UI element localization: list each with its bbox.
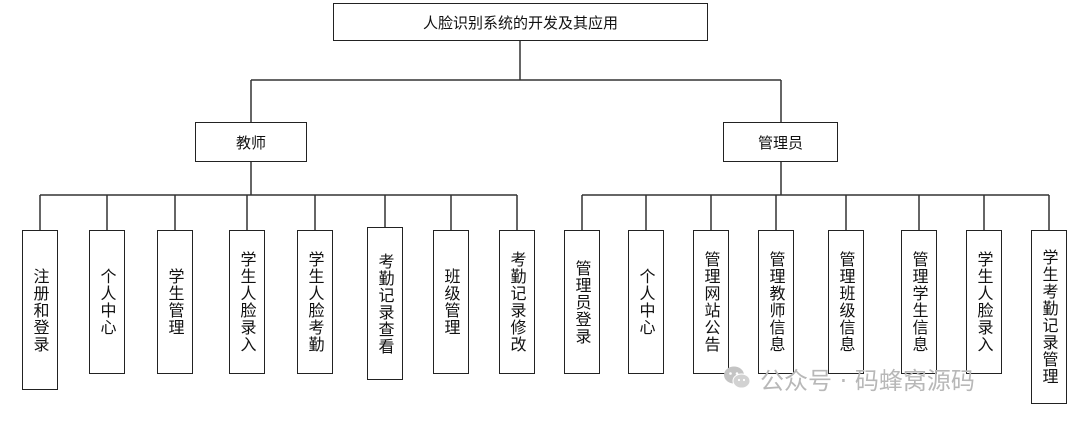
teacher-child-attendance-view: 考勤记录查看 xyxy=(367,227,403,380)
teacher-child-label: 注册和登录 xyxy=(30,267,50,353)
teacher-child-label: 考勤记录查看 xyxy=(375,252,395,355)
admin-child-label: 个人中心 xyxy=(636,268,656,336)
admin-child-label: 管理学生信息 xyxy=(909,251,929,353)
teacher-child-attendance-edit: 考勤记录修改 xyxy=(499,230,535,374)
teacher-node: 教师 xyxy=(195,122,307,162)
teacher-child-label: 班级管理 xyxy=(441,268,461,336)
admin-child-label: 管理班级信息 xyxy=(836,251,856,353)
admin-child-label: 管理员登录 xyxy=(572,259,592,345)
admin-child-label: 管理网站公告 xyxy=(701,251,721,353)
watermark-text: 公众号 · 码蜂窝源码 xyxy=(760,366,975,395)
admin-child-label: 学生人脸录入 xyxy=(974,251,994,353)
teacher-child-label: 个人中心 xyxy=(97,268,117,336)
teacher-child-face-attendance: 学生人脸考勤 xyxy=(297,230,333,374)
admin-child-site-announcements: 管理网站公告 xyxy=(693,230,729,374)
teacher-child-face-enroll: 学生人脸录入 xyxy=(229,230,265,374)
wechat-icon xyxy=(724,366,751,389)
teacher-child-personal-center: 个人中心 xyxy=(89,230,125,374)
admin-child-attendance-records: 学生考勤记录管理 xyxy=(1031,230,1067,404)
teacher-child-label: 学生人脸考勤 xyxy=(305,251,325,353)
root-node-label: 人脸识别系统的开发及其应用 xyxy=(422,13,618,32)
admin-node: 管理员 xyxy=(723,122,838,162)
admin-node-label: 管理员 xyxy=(757,133,803,152)
root-node: 人脸识别系统的开发及其应用 xyxy=(333,3,708,41)
teacher-child-register-login: 注册和登录 xyxy=(22,230,58,390)
teacher-child-student-management: 学生管理 xyxy=(157,230,193,374)
admin-child-student-info: 管理学生信息 xyxy=(901,230,937,374)
admin-child-label: 学生考勤记录管理 xyxy=(1039,249,1059,385)
admin-child-admin-login: 管理员登录 xyxy=(564,230,600,374)
teacher-child-label: 学生人脸录入 xyxy=(237,251,257,353)
admin-child-label: 管理教师信息 xyxy=(766,251,786,353)
admin-child-face-enroll: 学生人脸录入 xyxy=(966,230,1002,374)
teacher-node-label: 教师 xyxy=(235,133,266,152)
admin-child-class-info: 管理班级信息 xyxy=(828,230,864,374)
teacher-child-label: 学生管理 xyxy=(165,268,185,336)
admin-child-personal-center: 个人中心 xyxy=(628,230,664,374)
admin-child-teacher-info: 管理教师信息 xyxy=(758,230,794,374)
watermark: 公众号 · 码蜂窝源码 xyxy=(722,360,1080,396)
teacher-child-class-management: 班级管理 xyxy=(433,230,469,374)
teacher-child-label: 考勤记录修改 xyxy=(507,251,527,353)
